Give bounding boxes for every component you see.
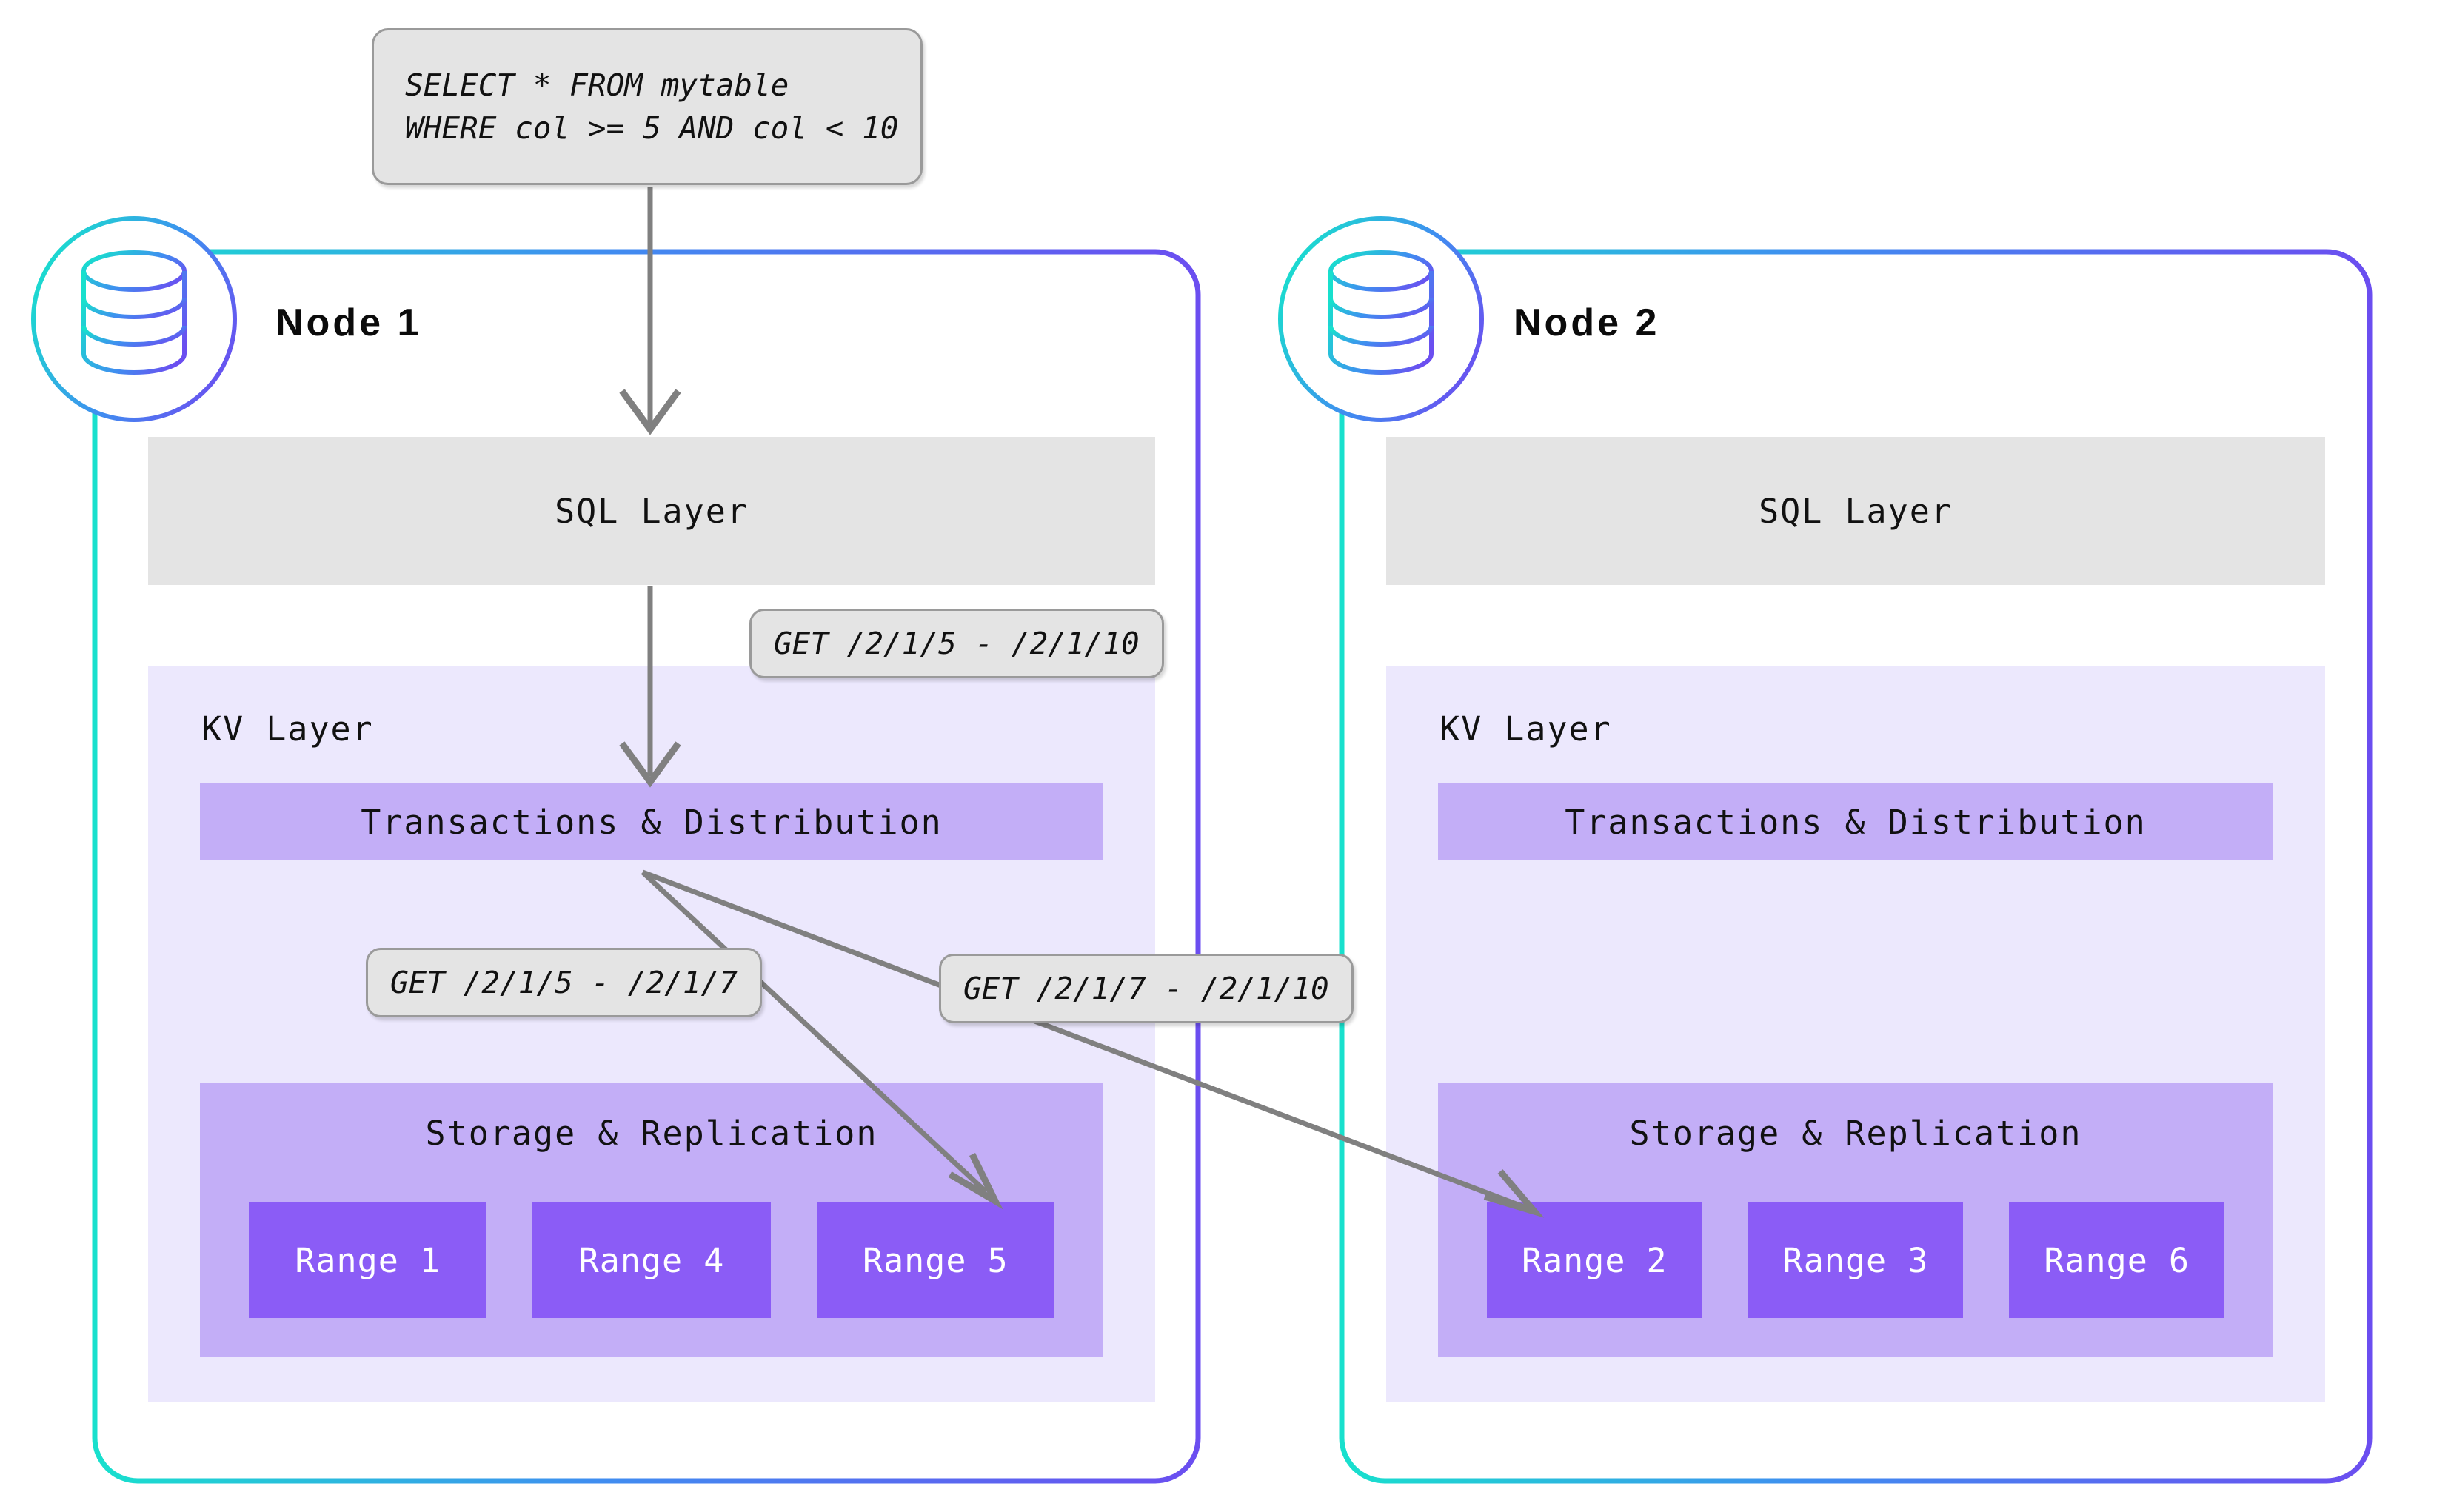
- node-1-range-row: Range 1 Range 4 Range 5: [249, 1202, 1054, 1318]
- node-2-range-2[interactable]: Range 2: [1487, 1202, 1702, 1318]
- get-callout-full-range-label: GET /2/1/5 - /2/1/10: [774, 626, 1140, 661]
- node-1-range-1[interactable]: Range 1: [249, 1202, 487, 1318]
- node-2-sql-layer: SQL Layer: [1386, 437, 2325, 585]
- node-2-range-6-label: Range 6: [2044, 1240, 2190, 1280]
- node-1-kv-panel: KV Layer Transactions & Distribution Sto…: [148, 666, 1155, 1402]
- node-1-storage-band: Storage & Replication Range 1 Range 4 Ra…: [200, 1083, 1103, 1357]
- node-1-kv-layer-label: KV Layer: [201, 709, 374, 749]
- node-1-badge-circle: [31, 216, 237, 422]
- node-2-range-3-label: Range 3: [1782, 1240, 1929, 1280]
- database-icon: [1328, 250, 1434, 375]
- node-2-range-3[interactable]: Range 3: [1748, 1202, 1964, 1318]
- node-2-kv-layer-label: KV Layer: [1439, 709, 1612, 749]
- node-2-transactions-band: Transactions & Distribution: [1438, 783, 2273, 860]
- node-1-sql-layer: SQL Layer: [148, 437, 1155, 585]
- node-2-badge-circle: [1278, 216, 1484, 422]
- node-1-storage-label: Storage & Replication: [425, 1114, 878, 1153]
- node-2-storage-label: Storage & Replication: [1629, 1114, 2082, 1153]
- node-2-badge: [1278, 216, 1484, 422]
- node-1-title: Node 1: [275, 301, 422, 344]
- node-1-range-5[interactable]: Range 5: [816, 1202, 1054, 1318]
- node-2-transactions-label: Transactions & Distribution: [1565, 802, 2147, 842]
- node-2-storage-band: Storage & Replication Range 2 Range 3 Ra…: [1438, 1083, 2273, 1357]
- get-callout-local-range-label: GET /2/1/5 - /2/1/7: [390, 965, 738, 1000]
- node-2-title: Node 2: [1514, 301, 1660, 344]
- get-callout-local-range: GET /2/1/5 - /2/1/7: [366, 948, 762, 1017]
- node-2-sql-layer-label: SQL Layer: [1759, 491, 1953, 531]
- node-2-range-2-label: Range 2: [1522, 1240, 1668, 1280]
- get-callout-remote-range-label: GET /2/1/7 - /2/1/10: [963, 971, 1329, 1006]
- node-1-range-4[interactable]: Range 4: [532, 1202, 771, 1318]
- node-1-transactions-label: Transactions & Distribution: [361, 802, 943, 842]
- database-icon: [81, 250, 187, 375]
- node-1-range-4-label: Range 4: [578, 1240, 725, 1280]
- get-callout-remote-range: GET /2/1/7 - /2/1/10: [939, 954, 1354, 1023]
- sql-query-callout: SELECT * FROM mytable WHERE col >= 5 AND…: [372, 28, 923, 185]
- node-2-range-6[interactable]: Range 6: [2009, 1202, 2225, 1318]
- get-callout-full-range: GET /2/1/5 - /2/1/10: [749, 609, 1164, 678]
- node-1-range-1-label: Range 1: [295, 1240, 441, 1280]
- arrowhead-query-to-sql-layer: [619, 389, 681, 435]
- sql-query-line-1: SELECT * FROM mytable: [405, 67, 789, 103]
- node-1-badge: [31, 216, 237, 422]
- node-1-sql-layer-label: SQL Layer: [555, 491, 749, 531]
- node-2-range-row: Range 2 Range 3 Range 6: [1487, 1202, 2225, 1318]
- sql-query-line-2: WHERE col >= 5 AND col < 10: [405, 110, 899, 146]
- node-1-range-5-label: Range 5: [862, 1240, 1009, 1280]
- node-2-kv-panel: KV Layer Transactions & Distribution Sto…: [1386, 666, 2325, 1402]
- node-1-transactions-band: Transactions & Distribution: [200, 783, 1103, 860]
